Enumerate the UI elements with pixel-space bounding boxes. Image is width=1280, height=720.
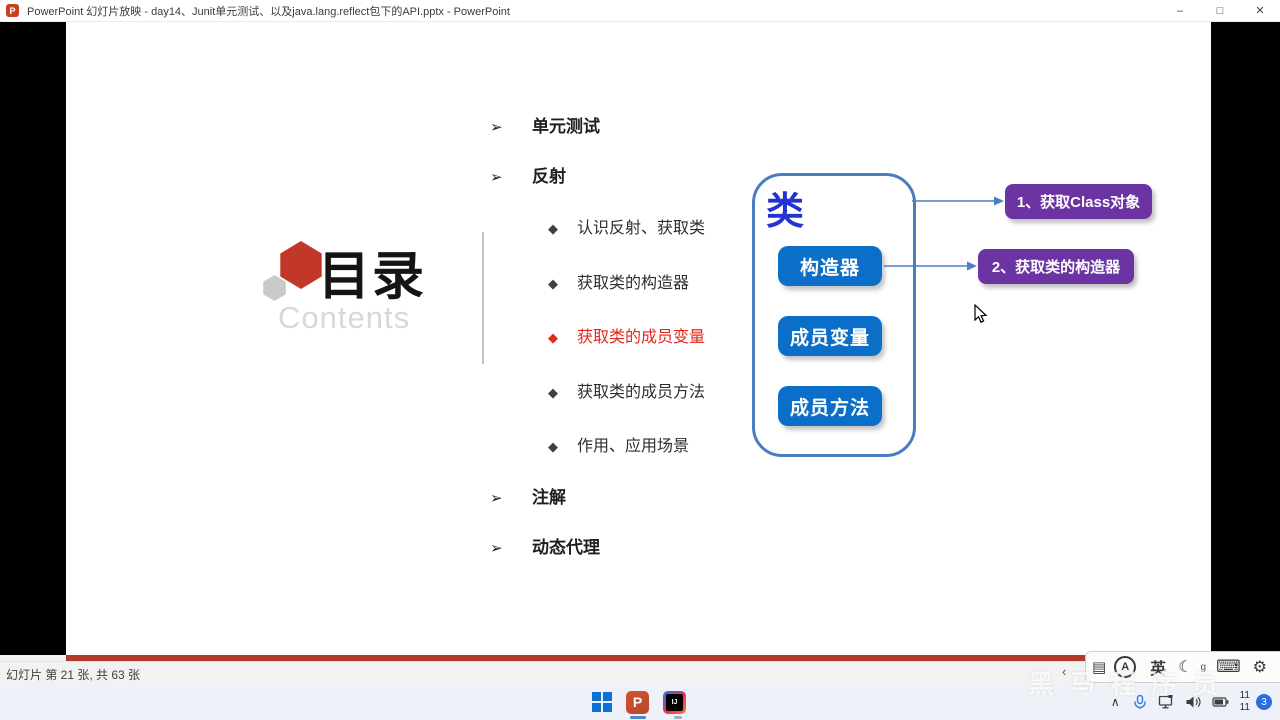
taskbar: P IJ ∧ xyxy=(0,684,1280,720)
battery-icon[interactable] xyxy=(1212,694,1230,710)
arrow-bullet-icon: ➢ xyxy=(490,489,503,507)
status-bar: 幻灯片 第 21 张, 共 63 张 ‹ xyxy=(0,661,1280,685)
minimize-button[interactable]: – xyxy=(1176,4,1184,17)
ime-logo-icon[interactable]: A xyxy=(1114,656,1137,678)
diamond-bullet-icon: ◆ xyxy=(548,385,558,400)
mouse-cursor-icon xyxy=(974,304,988,324)
toc-item-get-methods: ◆获取类的成员方法 xyxy=(548,381,705,405)
toc-item-annotation: ➢注解 xyxy=(490,486,566,510)
step-get-class-object: 1、获取Class对象 xyxy=(1005,184,1152,219)
member-constructor-chip: 构造器 xyxy=(778,246,882,286)
window-title: PowerPoint 幻灯片放映 - day14、Junit单元测试、以及jav… xyxy=(27,5,510,18)
diamond-bullet-icon: ◆ xyxy=(548,330,558,345)
arrow-bullet-icon: ➢ xyxy=(490,118,503,136)
notification-badge[interactable]: 3 xyxy=(1256,694,1272,710)
notepad-icon[interactable]: ▤ xyxy=(1092,659,1107,676)
toc-item-dynamic-proxy: ➢动态代理 xyxy=(490,536,600,560)
member-method-chip: 成员方法 xyxy=(778,386,882,426)
intellij-active-indicator xyxy=(674,716,682,719)
diamond-bullet-icon: ◆ xyxy=(548,276,558,291)
close-button[interactable]: ✕ xyxy=(1255,5,1265,17)
ime-language-toggle[interactable]: 英 xyxy=(1150,661,1167,678)
network-display-icon[interactable] xyxy=(1158,694,1175,710)
arrow-bullet-icon: ➢ xyxy=(490,539,503,557)
toc-item-reflection: ➢反射 xyxy=(490,165,566,189)
gear-icon[interactable]: ⚙ xyxy=(1252,659,1267,676)
toc-title: 目录 xyxy=(318,248,427,306)
collapse-chevron-icon[interactable]: ‹ xyxy=(1062,664,1067,679)
member-field-chip: 成员变量 xyxy=(778,316,882,356)
taskbar-powerpoint-icon[interactable]: P xyxy=(626,690,649,714)
ime-small-badge[interactable]: g xyxy=(1200,661,1207,673)
start-button[interactable] xyxy=(592,692,612,712)
toc-subtitle: Contents xyxy=(278,300,411,335)
slide-footer-band xyxy=(0,655,1280,661)
class-label: 类 xyxy=(766,191,805,233)
powerpoint-active-indicator xyxy=(630,716,646,719)
powerpoint-app-icon: P xyxy=(6,4,19,17)
diamond-bullet-icon: ◆ xyxy=(548,439,558,454)
keyboard-icon[interactable]: ⌨ xyxy=(1216,657,1241,676)
slide[interactable]: 目录 Contents ➢单元测试 ➢反射 ◆认识反射、获取类 ◆获取类的构造器… xyxy=(66,22,1211,655)
tray-chevron-up-icon[interactable]: ∧ xyxy=(1110,695,1120,709)
slideshow-stage: 目录 Contents ➢单元测试 ➢反射 ◆认识反射、获取类 ◆获取类的构造器… xyxy=(0,21,1280,655)
step-get-constructors: 2、获取类的构造器 xyxy=(978,249,1134,284)
maximize-button[interactable]: □ xyxy=(1216,4,1224,17)
tray-clock[interactable]: 11 11 xyxy=(1239,690,1250,713)
microphone-icon[interactable] xyxy=(1132,694,1148,710)
taskbar-intellij-icon[interactable]: IJ xyxy=(663,690,686,714)
titlebar: P PowerPoint 幻灯片放映 - day14、Junit单元测试、以及j… xyxy=(0,0,1280,22)
toc-divider xyxy=(482,232,484,364)
toc-item-know-reflection: ◆认识反射、获取类 xyxy=(548,217,705,241)
speaker-icon[interactable] xyxy=(1185,694,1202,710)
ime-toolbar: ▤ A 英 ☾ g ⌨ ⚙ xyxy=(1085,651,1280,683)
toc-item-get-fields-active: ◆获取类的成员变量 xyxy=(548,326,705,350)
toc-item-unit-test: ➢单元测试 xyxy=(490,115,600,139)
toc-item-usage-scenarios: ◆作用、应用场景 xyxy=(548,435,689,459)
toc-cube-icon-gray xyxy=(263,275,286,301)
diamond-bullet-icon: ◆ xyxy=(548,221,558,236)
moon-icon[interactable]: ☾ xyxy=(1178,659,1193,676)
slide-red-stripe xyxy=(66,655,1211,661)
slide-counter: 幻灯片 第 21 张, 共 63 张 xyxy=(6,668,141,682)
toc-item-get-constructors: ◆获取类的构造器 xyxy=(548,272,689,296)
arrow-bullet-icon: ➢ xyxy=(490,168,503,186)
